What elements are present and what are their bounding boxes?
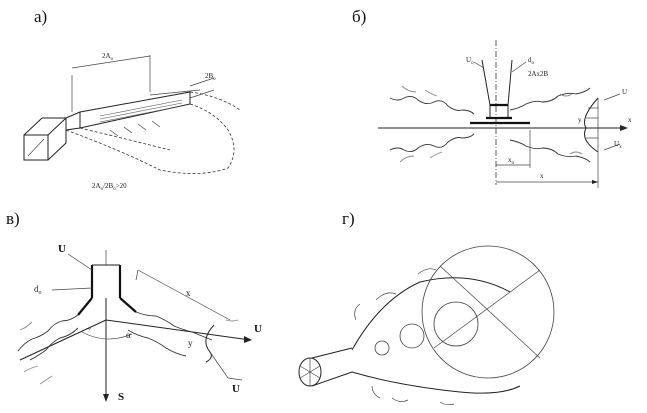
inclined-nozzle [51,250,137,316]
nozzle-box [23,117,68,161]
u-label: U [622,88,627,96]
slot-jet-body [65,89,201,131]
panel-g-label: г) [342,209,355,228]
large-vortex-circle [421,245,555,379]
s-axis [103,298,109,402]
panel-a-label: а) [34,7,47,26]
dimension-width: 2Bo [189,72,216,99]
x-axis [380,125,628,131]
panel-v: в) U do S α ~ [6,209,262,403]
velocity-profile-v [205,324,243,381]
jet-boundaries [389,85,591,163]
u-bottom-label: U [232,383,240,395]
velocity-profile [584,93,621,153]
y-label-v: y [188,338,193,348]
jet-directions [19,319,252,361]
s-label: S [118,391,124,403]
panel-b: б) Uo do 2Ax2B [352,7,632,188]
alpha-label: α [126,330,131,340]
x-axis-label: x [628,116,632,124]
d0-label-v: do [34,284,42,296]
panel-b-label: б) [352,7,366,26]
u-top-label: U [58,243,66,255]
inclined-jet-boundaries [17,311,239,385]
size-label: 2Ax2B [528,70,549,78]
x-dim-label: x [540,172,544,180]
nozzle [473,59,527,120]
u0-label: Uo [466,56,474,66]
entrainment-arcs [354,268,455,406]
dim-length-label: 2Ao [102,52,114,62]
jet-expansion-outline [65,91,241,174]
d0-label: do [528,56,535,66]
dim-width-label: 2Bo [205,72,216,82]
u-right-label: U [254,323,262,335]
alpha-left-mark: ~ [86,324,91,334]
flow-arrows [109,120,161,137]
x-dimension-v [135,269,231,321]
round-nozzle [298,347,353,387]
panel-a: а) [23,7,241,192]
dimension-length: 2Ao [71,52,151,112]
panel-g: г) [298,209,555,406]
jet-envelope-bottom [351,371,521,394]
x-label-v: x [186,288,191,298]
wall-plate [378,121,610,129]
x0-dimension [496,130,531,168]
um-label: Ux [614,140,622,150]
aspect-ratio-label: 2Ao/2Bo>20 [92,182,127,192]
panel-v-label: в) [6,209,20,228]
vortex-circles [374,301,479,356]
y-label: y [578,116,582,124]
x-dimension [496,152,599,188]
jet-envelope-top [351,277,511,351]
x0-label: xo [508,156,515,166]
